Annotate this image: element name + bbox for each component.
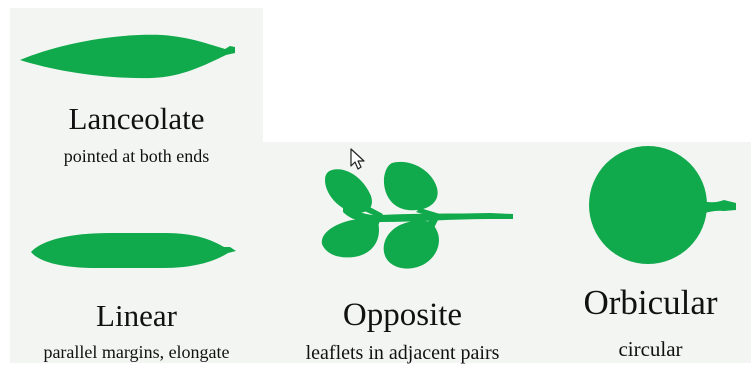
- linear-description: parallel margins, elongate: [10, 342, 263, 363]
- opposite-leaf-icon: [322, 162, 513, 269]
- linear-leaf-icon: [31, 233, 236, 268]
- opposite-description: leaflets in adjacent pairs: [270, 342, 535, 365]
- lanceolate-label: Lanceolate: [10, 101, 263, 137]
- orbicular-description: circular: [548, 337, 753, 362]
- orbicular-label: Orbicular: [548, 283, 753, 323]
- mouse-pointer-icon: [351, 149, 364, 169]
- linear-label: Linear: [10, 298, 263, 334]
- lanceolate-leaf-icon: [20, 35, 235, 78]
- opposite-label: Opposite: [270, 297, 535, 334]
- orbicular-leaf-icon: [589, 146, 736, 264]
- lanceolate-description: pointed at both ends: [10, 146, 263, 167]
